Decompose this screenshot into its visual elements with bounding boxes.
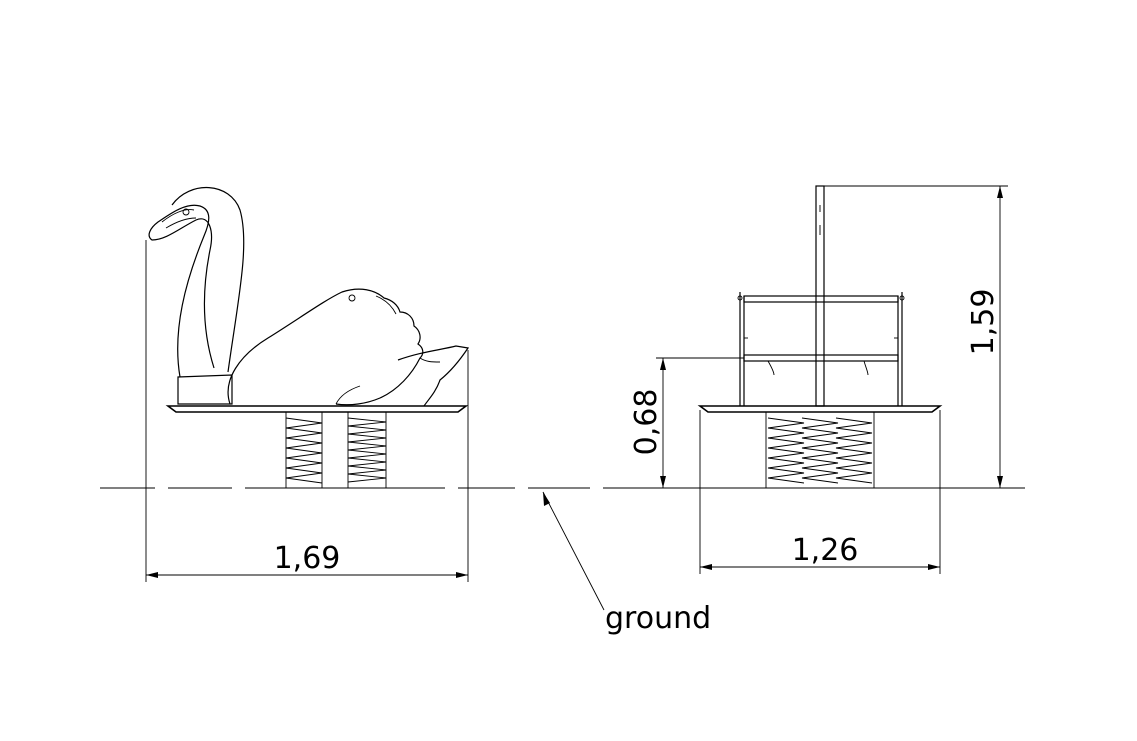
side-springs: [285, 411, 387, 489]
ground-callout: ground: [542, 491, 711, 636]
front-width-label: 1,26: [792, 533, 859, 568]
side-width-label: 1,69: [274, 541, 341, 576]
swan-front-view: [697, 185, 943, 413]
swan-side-view: [148, 186, 470, 413]
seat-height-label: 0,68: [629, 389, 664, 456]
total-height-label: 1,59: [966, 289, 1001, 356]
dimension-total-height: 1,59: [824, 185, 1008, 488]
swan-body: [227, 288, 424, 406]
dimension-front-width: 1,26: [699, 410, 941, 574]
dimension-seat-height: 0,68: [629, 357, 744, 488]
swan-breast: [177, 374, 233, 405]
swan-head-back: [171, 186, 245, 373]
swan-tail: [397, 345, 470, 407]
ground-label: ground: [605, 601, 711, 636]
front-base-plate: [697, 405, 943, 413]
dimension-side-width: 1,69: [145, 240, 469, 582]
front-springs: [765, 411, 875, 489]
side-base-plate: [165, 405, 469, 413]
swan-neck: [148, 204, 215, 378]
